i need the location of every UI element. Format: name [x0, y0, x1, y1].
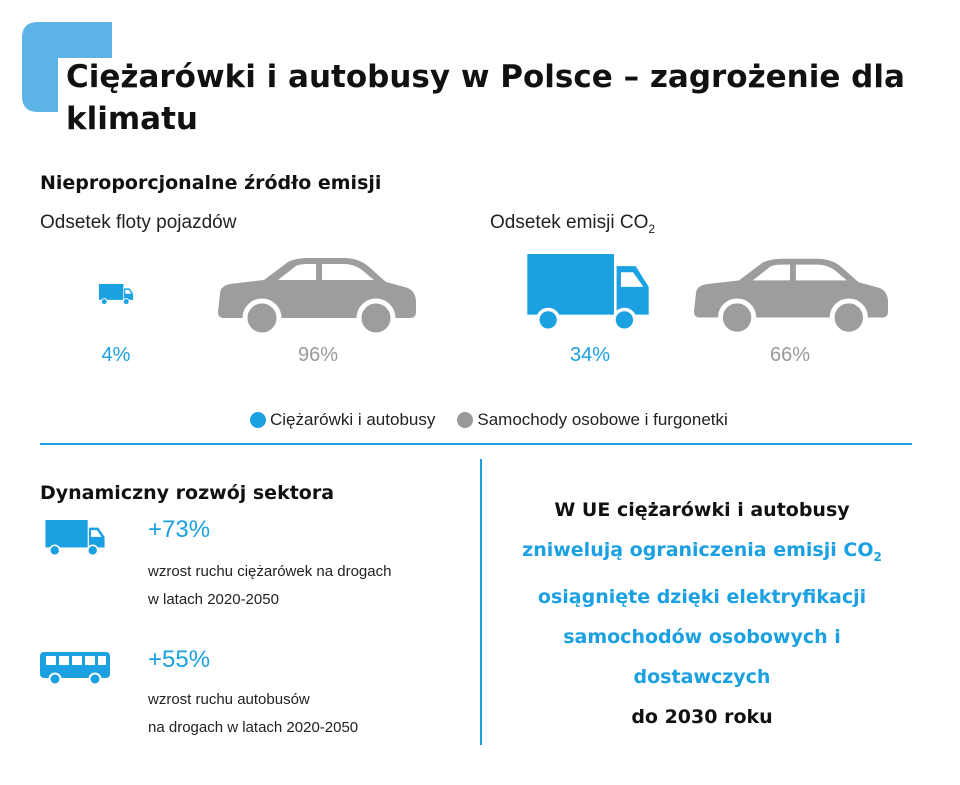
- section-heading-growth: Dynamiczny rozwój sektora: [40, 482, 335, 504]
- fleet-cars-percent: 96%: [297, 344, 339, 366]
- callout-line-2: zniwelują ograniczenia emisji CO2: [522, 539, 882, 564]
- truck-icon: [45, 520, 105, 557]
- truck-icon: [98, 284, 134, 306]
- callout-line-4: samochodów osobowych i: [563, 625, 841, 648]
- car-icon: [693, 258, 888, 336]
- bus-growth-description: wzrost ruchu autobusów na drogach w lata…: [148, 691, 359, 736]
- legend-dot-grey: [457, 412, 474, 428]
- eu-callout: W UE ciężarówki i autobusy zniwelują ogr…: [500, 490, 904, 737]
- callout-line-5: dostawczych: [633, 665, 771, 688]
- fleet-share-label: Odsetek floty pojazdów: [40, 212, 237, 233]
- legend-item-trucks: Ciężarówki i autobusy: [250, 410, 435, 430]
- corner-decoration: [22, 22, 112, 112]
- vertical-divider: [480, 459, 482, 745]
- legend-label-trucks: Ciężarówki i autobusy: [270, 410, 436, 429]
- page-title: Ciężarówki i autobusy w Polsce – zagroże…: [66, 59, 905, 137]
- emissions-trucks-percent: 34%: [569, 344, 611, 366]
- fleet-trucks-percent: 4%: [101, 344, 131, 366]
- section-heading-emissions: Nieproporcjonalne źródło emisji: [40, 172, 382, 194]
- callout-line-1: W UE ciężarówki i autobusy: [554, 499, 850, 521]
- legend: Ciężarówki i autobusy Samochody osobowe …: [250, 410, 750, 430]
- emissions-cars-percent: 66%: [769, 344, 811, 366]
- bus-growth-value: +55%: [148, 646, 211, 673]
- emissions-share-label: Odsetek emisji CO2: [490, 212, 656, 236]
- car-icon: [218, 258, 416, 336]
- legend-label-cars: Samochody osobowe i furgonetki: [477, 410, 728, 429]
- legend-dot-blue: [250, 412, 266, 428]
- bus-icon: [40, 652, 110, 686]
- truck-growth-value: +73%: [148, 516, 211, 543]
- horizontal-divider: [40, 443, 912, 445]
- truck-icon: [527, 254, 649, 332]
- truck-growth-description: wzrost ruchu ciężarówek na drogach w lat…: [148, 563, 392, 608]
- callout-line-3: osiągnięte dzięki elektryfikacji: [537, 585, 867, 608]
- callout-line-6: do 2030 roku: [631, 705, 773, 728]
- legend-item-cars: Samochody osobowe i furgonetki: [457, 410, 728, 430]
